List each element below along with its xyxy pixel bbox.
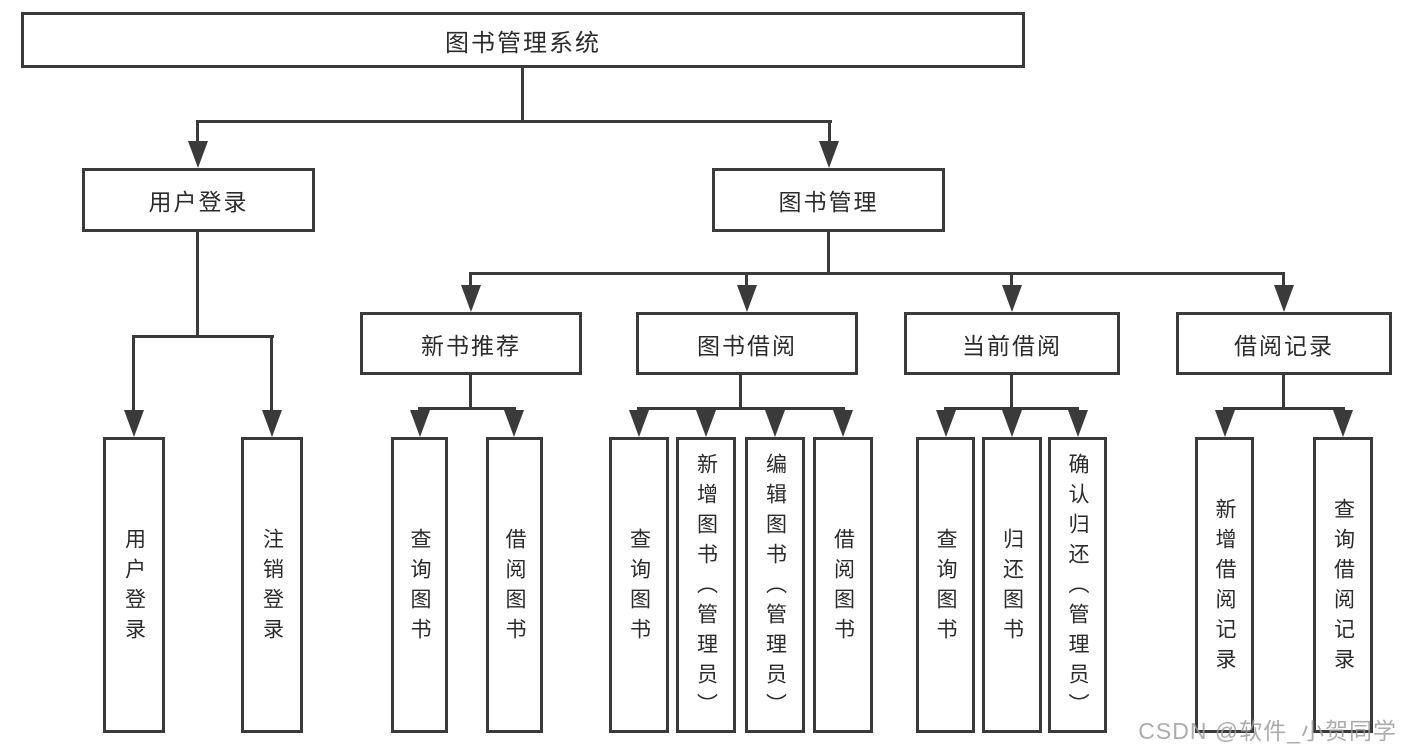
- arrow-to-user-login: [188, 141, 208, 168]
- connector-new-book-stem: [469, 375, 472, 410]
- arrow-to-add-book: [696, 410, 716, 437]
- node-leaf-query-books-1: 查询图书: [391, 437, 448, 733]
- arrow-to-current-borrow: [1002, 285, 1022, 312]
- connector-current-borrow-stem: [1010, 375, 1013, 410]
- node-user-login: 用户登录: [82, 168, 315, 232]
- node-book-borrowing: 图书借阅: [636, 312, 858, 375]
- node-leaf-return-books: 归还图书: [982, 437, 1042, 733]
- node-leaf-borrow-books-1: 借阅图书: [486, 437, 543, 733]
- arrow-to-add-borrow-record: [1215, 410, 1235, 437]
- connector-drop-new-book: [469, 272, 472, 290]
- connector-book-borrow-rail: [637, 407, 845, 410]
- connector-borrow-records-stem: [1282, 375, 1285, 410]
- node-leaf-edit-book-admin: 编辑图书（管理员）: [745, 437, 805, 733]
- connector-drop-logout-leaf: [270, 335, 273, 415]
- arrow-to-new-book: [461, 285, 481, 312]
- connector-new-book-rail: [418, 407, 516, 410]
- connector-drop-book-borrow: [745, 272, 748, 290]
- node-leaf-add-borrow-record: 新增借阅记录: [1195, 437, 1254, 733]
- watermark: CSDN @软件_小贺同学: [1138, 718, 1397, 744]
- arrow-to-borrow-books-1: [504, 410, 524, 437]
- connector-drop-login-leaf: [132, 335, 135, 415]
- connector-user-login-rail: [132, 335, 274, 338]
- node-leaf-query-books-3: 查询图书: [916, 437, 975, 733]
- node-leaf-user-login: 用户登录: [103, 437, 165, 733]
- node-leaf-query-borrow-record: 查询借阅记录: [1313, 437, 1373, 733]
- node-library-management-system: 图书管理系统: [21, 12, 1025, 68]
- node-new-book-recommendation: 新书推荐: [360, 312, 582, 375]
- node-leaf-query-books-2: 查询图书: [609, 437, 669, 733]
- node-book-management: 图书管理: [712, 168, 945, 232]
- node-leaf-logout: 注销登录: [241, 437, 303, 733]
- connector-book-borrow-stem: [739, 375, 742, 410]
- connector-user-login-stem: [196, 232, 199, 338]
- arrow-to-book-management: [819, 141, 839, 168]
- connector-root-rail: [196, 120, 832, 123]
- arrow-to-query-books-1: [410, 410, 430, 437]
- arrow-to-login-leaf: [124, 410, 144, 437]
- arrow-to-book-borrow: [737, 285, 757, 312]
- connector-book-mgmt-rail: [469, 272, 1285, 275]
- connector-drop-book-management: [828, 120, 831, 146]
- node-current-borrowing: 当前借阅: [904, 312, 1120, 375]
- node-leaf-confirm-return-admin: 确认归还（管理员）: [1048, 437, 1107, 733]
- arrow-to-query-borrow-record: [1333, 410, 1353, 437]
- connector-root-stem: [521, 68, 524, 122]
- connector-book-mgmt-stem: [827, 232, 830, 275]
- node-leaf-add-book-admin: 新增图书（管理员）: [676, 437, 736, 733]
- arrow-to-return-books: [1002, 410, 1022, 437]
- node-leaf-borrow-books-2: 借阅图书: [813, 437, 873, 733]
- connector-drop-borrow-records: [1282, 272, 1285, 290]
- node-borrowing-records: 借阅记录: [1176, 312, 1392, 375]
- arrow-to-query-books-2: [629, 410, 649, 437]
- arrow-to-logout-leaf: [262, 410, 282, 437]
- arrow-to-query-books-3: [936, 410, 956, 437]
- arrow-to-borrow-records: [1274, 285, 1294, 312]
- arrow-to-edit-book: [765, 410, 785, 437]
- connector-drop-current-borrow: [1010, 272, 1013, 290]
- connector-drop-user-login: [196, 120, 199, 146]
- arrow-to-confirm-return: [1068, 410, 1088, 437]
- arrow-to-borrow-books-2: [833, 410, 853, 437]
- connector-borrow-records-rail: [1223, 407, 1345, 410]
